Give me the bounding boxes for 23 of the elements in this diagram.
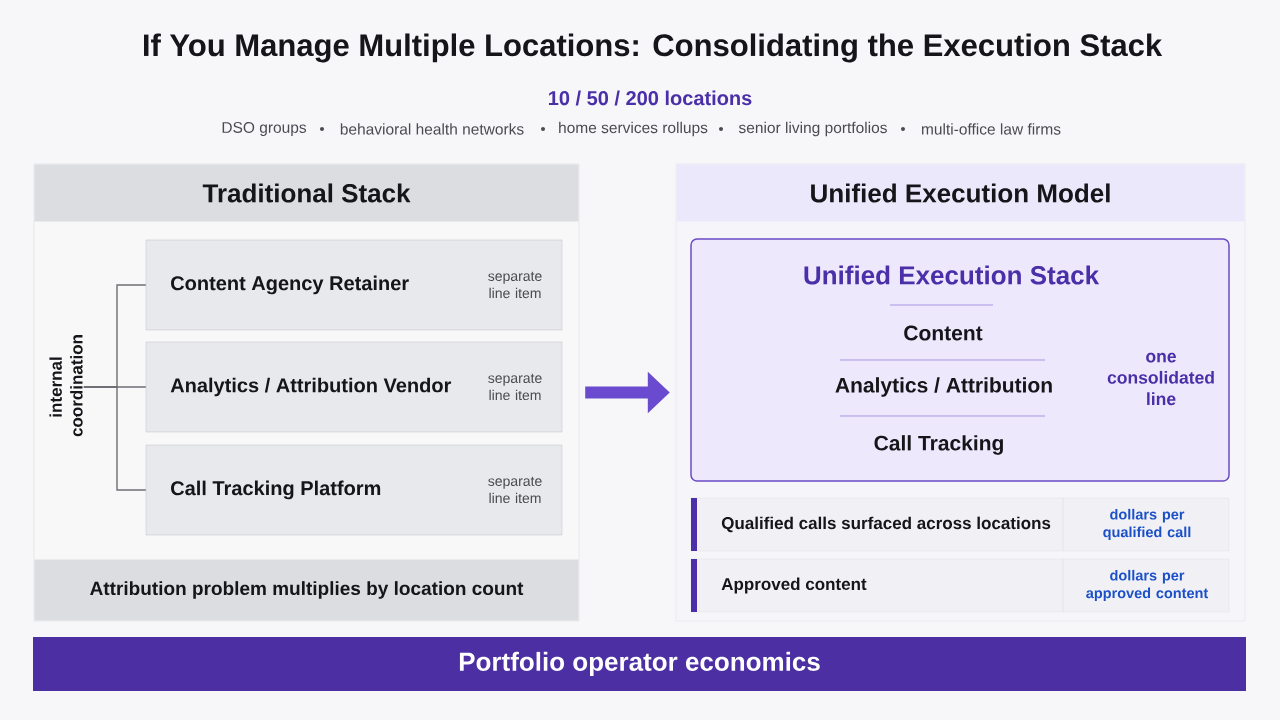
stack-item: Analytics / Attribution xyxy=(835,377,1052,397)
panel-header: Unified Execution Model xyxy=(676,164,1245,222)
subtitle: 10 / 50 / 200 locations xyxy=(549,90,752,106)
vendor-box: Call Tracking Platform separate line item xyxy=(145,444,563,536)
panel-header: Traditional Stack xyxy=(34,164,579,222)
sector-label: home services rollups xyxy=(559,121,708,137)
sector-label: senior living portfolios xyxy=(738,121,887,137)
sector-label: multi-office law firms xyxy=(922,123,1061,135)
bracket-line xyxy=(83,386,147,491)
metric-row: Approved content dollars per approved content xyxy=(690,558,1230,613)
stack-heading: Unified Execution Stack xyxy=(804,265,1100,285)
vendor-box: Analytics / Attribution Vendor separate line item xyxy=(145,341,563,433)
sector-label: DSO groups xyxy=(222,121,307,136)
vendor-box: Content Agency Retainer separate line item xyxy=(145,239,563,331)
stack-item: Content xyxy=(904,325,983,341)
sector-label: behavioral health networks xyxy=(340,123,524,135)
stack-item: Call Tracking xyxy=(874,435,1003,455)
title: If You Manage Multiple Locations: Consolidating the Execution Stack xyxy=(144,33,1163,63)
footer-band: Attribution problem multiplies by location count xyxy=(34,559,579,621)
vertical-label: internal coordination xyxy=(49,335,83,437)
metric-row: Qualified calls surfaced across locations dollars per qualified call xyxy=(690,497,1230,552)
footer-banner: Portfolio operator economics xyxy=(33,637,1246,691)
side-note: one consolidated line xyxy=(1107,352,1214,406)
